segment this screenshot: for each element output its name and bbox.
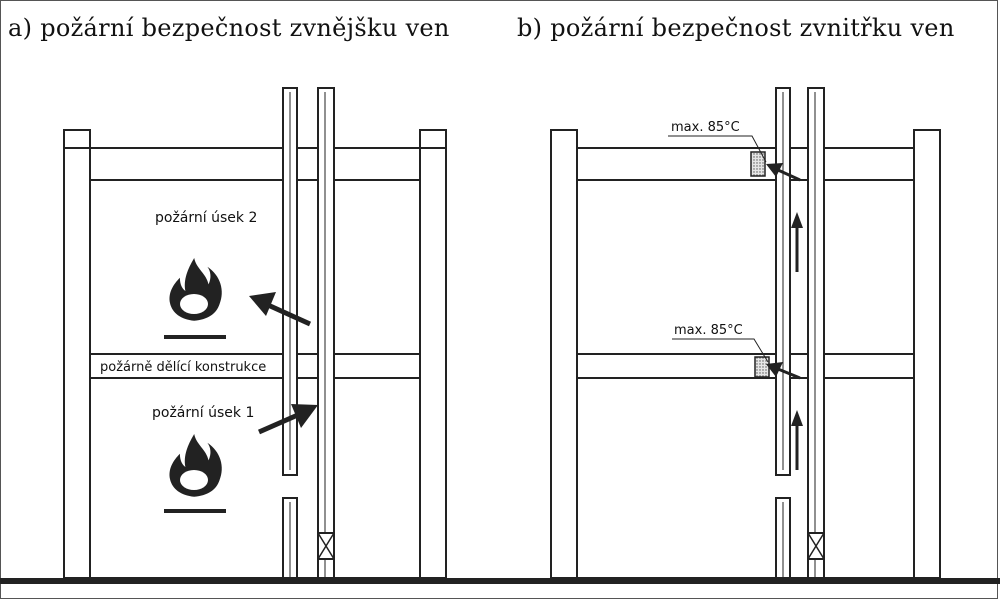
label-bg [98,359,268,373]
temp-label-lower: max. 85°C [674,323,743,338]
building-a [63,129,447,579]
leader-line-lower [672,338,769,363]
arrow-icon [249,292,318,435]
leader-line-upper [668,135,767,163]
fire-icon [164,258,226,339]
ground-line [0,578,1000,584]
panel-b-diagram [550,87,941,579]
fire-icon [164,434,226,513]
fire-section-2-label: požární úsek 2 [155,210,257,226]
panel-a-diagram [63,87,447,579]
building-b [550,129,941,579]
thermal-element-upper [750,151,766,177]
outer-pipe-b [807,87,825,579]
outer-pipe-a [317,87,335,579]
temp-label-upper: max. 85°C [671,120,740,135]
fire-separating-construction-label: požárně dělící konstrukce [100,360,266,375]
fire-section-1-label: požární úsek 1 [152,405,254,421]
panel-b-title: b) požární bezpečnost zvnitřku ven [517,14,955,42]
arrow-icon [766,163,803,470]
panel-a-title: a) požární bezpečnost zvnějšku ven [8,14,450,42]
